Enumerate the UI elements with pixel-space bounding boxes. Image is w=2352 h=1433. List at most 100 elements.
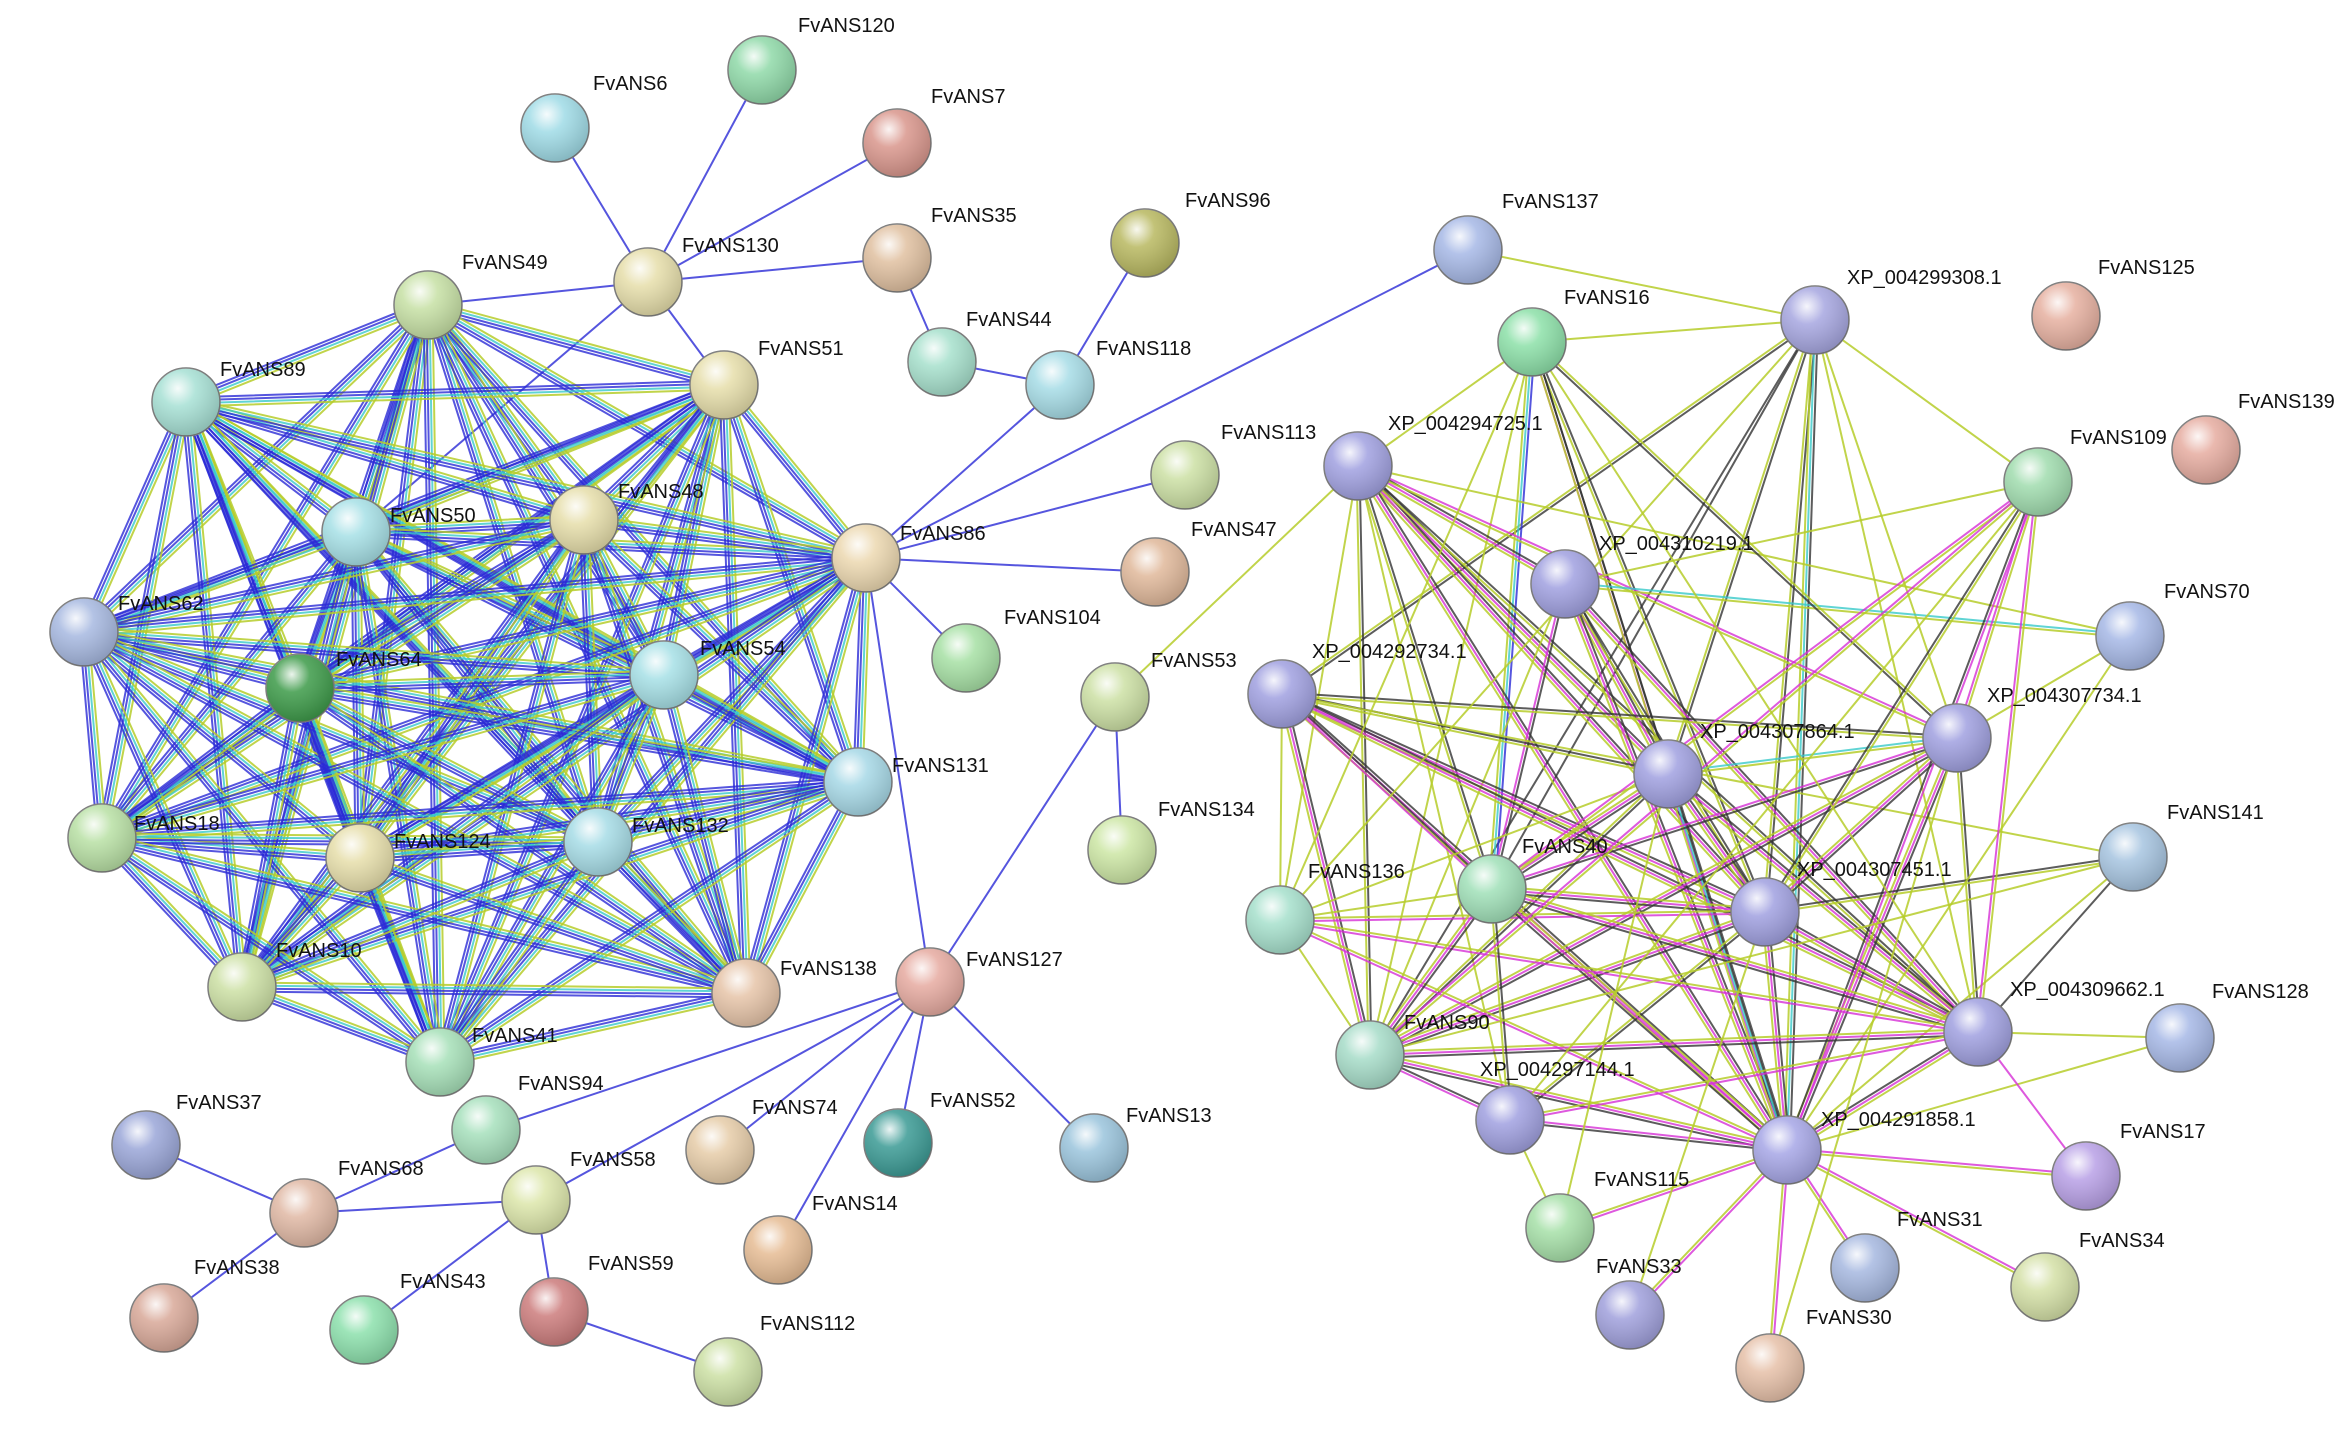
node-FvANS53[interactable]: FvANS53 <box>1080 650 1237 732</box>
node-XP_004307864.1[interactable]: XP_004307864.1 <box>1633 721 1855 809</box>
node-XP_004310219.1[interactable]: XP_004310219.1 <box>1530 533 1754 619</box>
node-XP_004292734.1[interactable]: XP_004292734.1 <box>1247 641 1467 729</box>
node-label-FvANS49: FvANS49 <box>462 252 548 274</box>
edge-FvANS51-FvANS138-blue <box>718 384 743 995</box>
node-FvANS49[interactable]: FvANS49 <box>393 252 548 340</box>
node-FvANS96[interactable]: FvANS96 <box>1110 190 1271 278</box>
edge-XP_004310219.1-XP_004309662.1-olive <box>1561 585 1977 1036</box>
node-highlight-FvANS62 <box>50 598 118 666</box>
edge-FvANS132-FvANS10-cyan <box>241 842 600 990</box>
edge-XP_004292734.1-XP_004307734.1-olive <box>1280 694 1958 741</box>
node-FvANS47[interactable]: FvANS47 <box>1120 519 1277 607</box>
node-FvANS120[interactable]: FvANS120 <box>727 15 895 105</box>
node-FvANS134[interactable]: FvANS134 <box>1087 799 1255 885</box>
node-FvANS54[interactable]: FvANS54 <box>629 638 786 710</box>
node-FvANS64[interactable]: FvANS64 <box>265 649 422 723</box>
node-FvANS31[interactable]: FvANS31 <box>1830 1209 1983 1303</box>
edge-FvANS50-FvANS131-blue <box>352 535 857 788</box>
node-XP_004309662.1[interactable]: XP_004309662.1 <box>1943 979 2165 1067</box>
node-FvANS51[interactable]: FvANS51 <box>689 338 844 420</box>
node-highlight-XP_004307451.1 <box>1731 878 1799 946</box>
node-XP_004291858.1[interactable]: XP_004291858.1 <box>1752 1109 1976 1185</box>
edge-FvANS86-FvANS10-blue <box>240 555 867 987</box>
node-FvANS104[interactable]: FvANS104 <box>931 607 1101 693</box>
node-FvANS94[interactable]: FvANS94 <box>451 1073 604 1165</box>
node-FvANS59[interactable]: FvANS59 <box>519 1253 674 1347</box>
node-FvANS109[interactable]: FvANS109 <box>2003 427 2167 517</box>
node-highlight-FvANS90 <box>1336 1021 1404 1089</box>
edge-XP_004307734.1-XP_004307451.1-black <box>1766 739 1961 916</box>
edge-FvANS50-FvANS62-blue <box>81 526 356 629</box>
edge-FvANS89-FvANS48-cyan <box>185 399 586 520</box>
node-XP_004294725.1[interactable]: XP_004294725.1 <box>1323 413 1543 501</box>
node-FvANS131[interactable]: FvANS131 <box>823 747 989 817</box>
edge-FvANS130-FvANS7-blue <box>647 142 898 283</box>
node-FvANS115[interactable]: FvANS115 <box>1525 1169 1689 1263</box>
node-FvANS128[interactable]: FvANS128 <box>2145 981 2309 1073</box>
edge-FvANS131-FvANS18-blue <box>100 776 859 835</box>
node-FvANS41[interactable]: FvANS41 <box>405 1025 558 1097</box>
node-FvANS125[interactable]: FvANS125 <box>2031 257 2195 351</box>
node-FvANS127[interactable]: FvANS127 <box>895 947 1063 1017</box>
node-FvANS40[interactable]: FvANS40 <box>1457 836 1608 924</box>
node-label-FvANS31: FvANS31 <box>1897 1209 1983 1231</box>
node-highlight-FvANS40 <box>1458 855 1526 923</box>
node-label-FvANS128: FvANS128 <box>2212 981 2309 1003</box>
edge-FvANS90-FvANS141-olive <box>1369 856 2134 1056</box>
node-FvANS89[interactable]: FvANS89 <box>151 359 306 437</box>
node-FvANS52[interactable]: FvANS52 <box>863 1090 1016 1178</box>
node-FvANS48[interactable]: FvANS48 <box>549 481 704 555</box>
node-FvANS138[interactable]: FvANS138 <box>711 958 877 1028</box>
edge-XP_004307734.1-FvANS40-black <box>1491 738 1959 892</box>
node-FvANS16[interactable]: FvANS16 <box>1497 287 1650 377</box>
node-FvANS43[interactable]: FvANS43 <box>329 1271 486 1365</box>
node-FvANS90[interactable]: FvANS90 <box>1335 1012 1490 1090</box>
node-FvANS68[interactable]: FvANS68 <box>269 1158 424 1248</box>
node-FvANS14[interactable]: FvANS14 <box>743 1193 898 1285</box>
edge-XP_004299308.1-XP_004291858.1-black <box>1788 319 1819 1152</box>
node-FvANS118[interactable]: FvANS118 <box>1025 338 1191 420</box>
node-FvANS38[interactable]: FvANS38 <box>129 1257 280 1353</box>
node-FvANS86[interactable]: FvANS86 <box>831 523 986 593</box>
node-FvANS33[interactable]: FvANS33 <box>1595 1256 1682 1350</box>
node-FvANS137[interactable]: FvANS137 <box>1433 191 1599 285</box>
node-FvANS70[interactable]: FvANS70 <box>2095 581 2250 671</box>
node-FvANS58[interactable]: FvANS58 <box>501 1149 656 1235</box>
node-XP_004299308.1[interactable]: XP_004299308.1 <box>1780 267 2002 355</box>
node-FvANS113[interactable]: FvANS113 <box>1150 422 1316 510</box>
node-FvANS139[interactable]: FvANS139 <box>2171 391 2335 485</box>
node-FvANS132[interactable]: FvANS132 <box>563 807 729 877</box>
edge-FvANS89-FvANS86-olive <box>186 396 869 555</box>
node-FvANS50[interactable]: FvANS50 <box>321 497 476 567</box>
node-FvANS130[interactable]: FvANS130 <box>613 235 779 317</box>
edge-FvANS58-FvANS43-blue <box>363 1199 537 1331</box>
node-FvANS10[interactable]: FvANS10 <box>207 940 362 1022</box>
node-XP_004307734.1[interactable]: XP_004307734.1 <box>1922 685 2142 773</box>
node-FvANS136[interactable]: FvANS136 <box>1245 861 1405 955</box>
node-FvANS62[interactable]: FvANS62 <box>49 593 204 667</box>
node-FvANS17[interactable]: FvANS17 <box>2051 1121 2206 1211</box>
node-FvANS112[interactable]: FvANS112 <box>693 1313 855 1407</box>
node-FvANS35[interactable]: FvANS35 <box>862 205 1017 293</box>
edge-FvANS136-FvANS16-olive <box>1279 341 1533 921</box>
node-XP_004307451.1[interactable]: XP_004307451.1 <box>1730 859 1952 947</box>
node-FvANS124[interactable]: FvANS124 <box>325 823 491 893</box>
node-FvANS18[interactable]: FvANS18 <box>67 803 220 873</box>
node-FvANS13[interactable]: FvANS13 <box>1059 1105 1212 1183</box>
node-XP_004297144.1[interactable]: XP_004297144.1 <box>1475 1059 1635 1155</box>
edge-XP_004307734.1-FvANS16-black <box>1529 342 1957 741</box>
edge-FvANS50-FvANS54-blue <box>353 535 664 681</box>
node-FvANS34[interactable]: FvANS34 <box>2010 1230 2165 1322</box>
node-FvANS6[interactable]: FvANS6 <box>520 73 667 163</box>
node-FvANS7[interactable]: FvANS7 <box>862 86 1005 178</box>
edge-FvANS124-FvANS132-cyan <box>358 839 599 858</box>
edge-FvANS48-FvANS86-olive <box>583 514 868 555</box>
edge-FvANS64-FvANS54-blue <box>299 675 666 691</box>
node-FvANS74[interactable]: FvANS74 <box>685 1097 838 1185</box>
node-FvANS37[interactable]: FvANS37 <box>111 1092 262 1180</box>
node-FvANS141[interactable]: FvANS141 <box>2098 802 2264 892</box>
node-FvANS44[interactable]: FvANS44 <box>907 309 1052 397</box>
node-FvANS30[interactable]: FvANS30 <box>1735 1307 1892 1403</box>
edge-FvANS51-FvANS138-blue <box>721 384 746 995</box>
edge-FvANS64-FvANS54-cyan <box>298 672 665 688</box>
